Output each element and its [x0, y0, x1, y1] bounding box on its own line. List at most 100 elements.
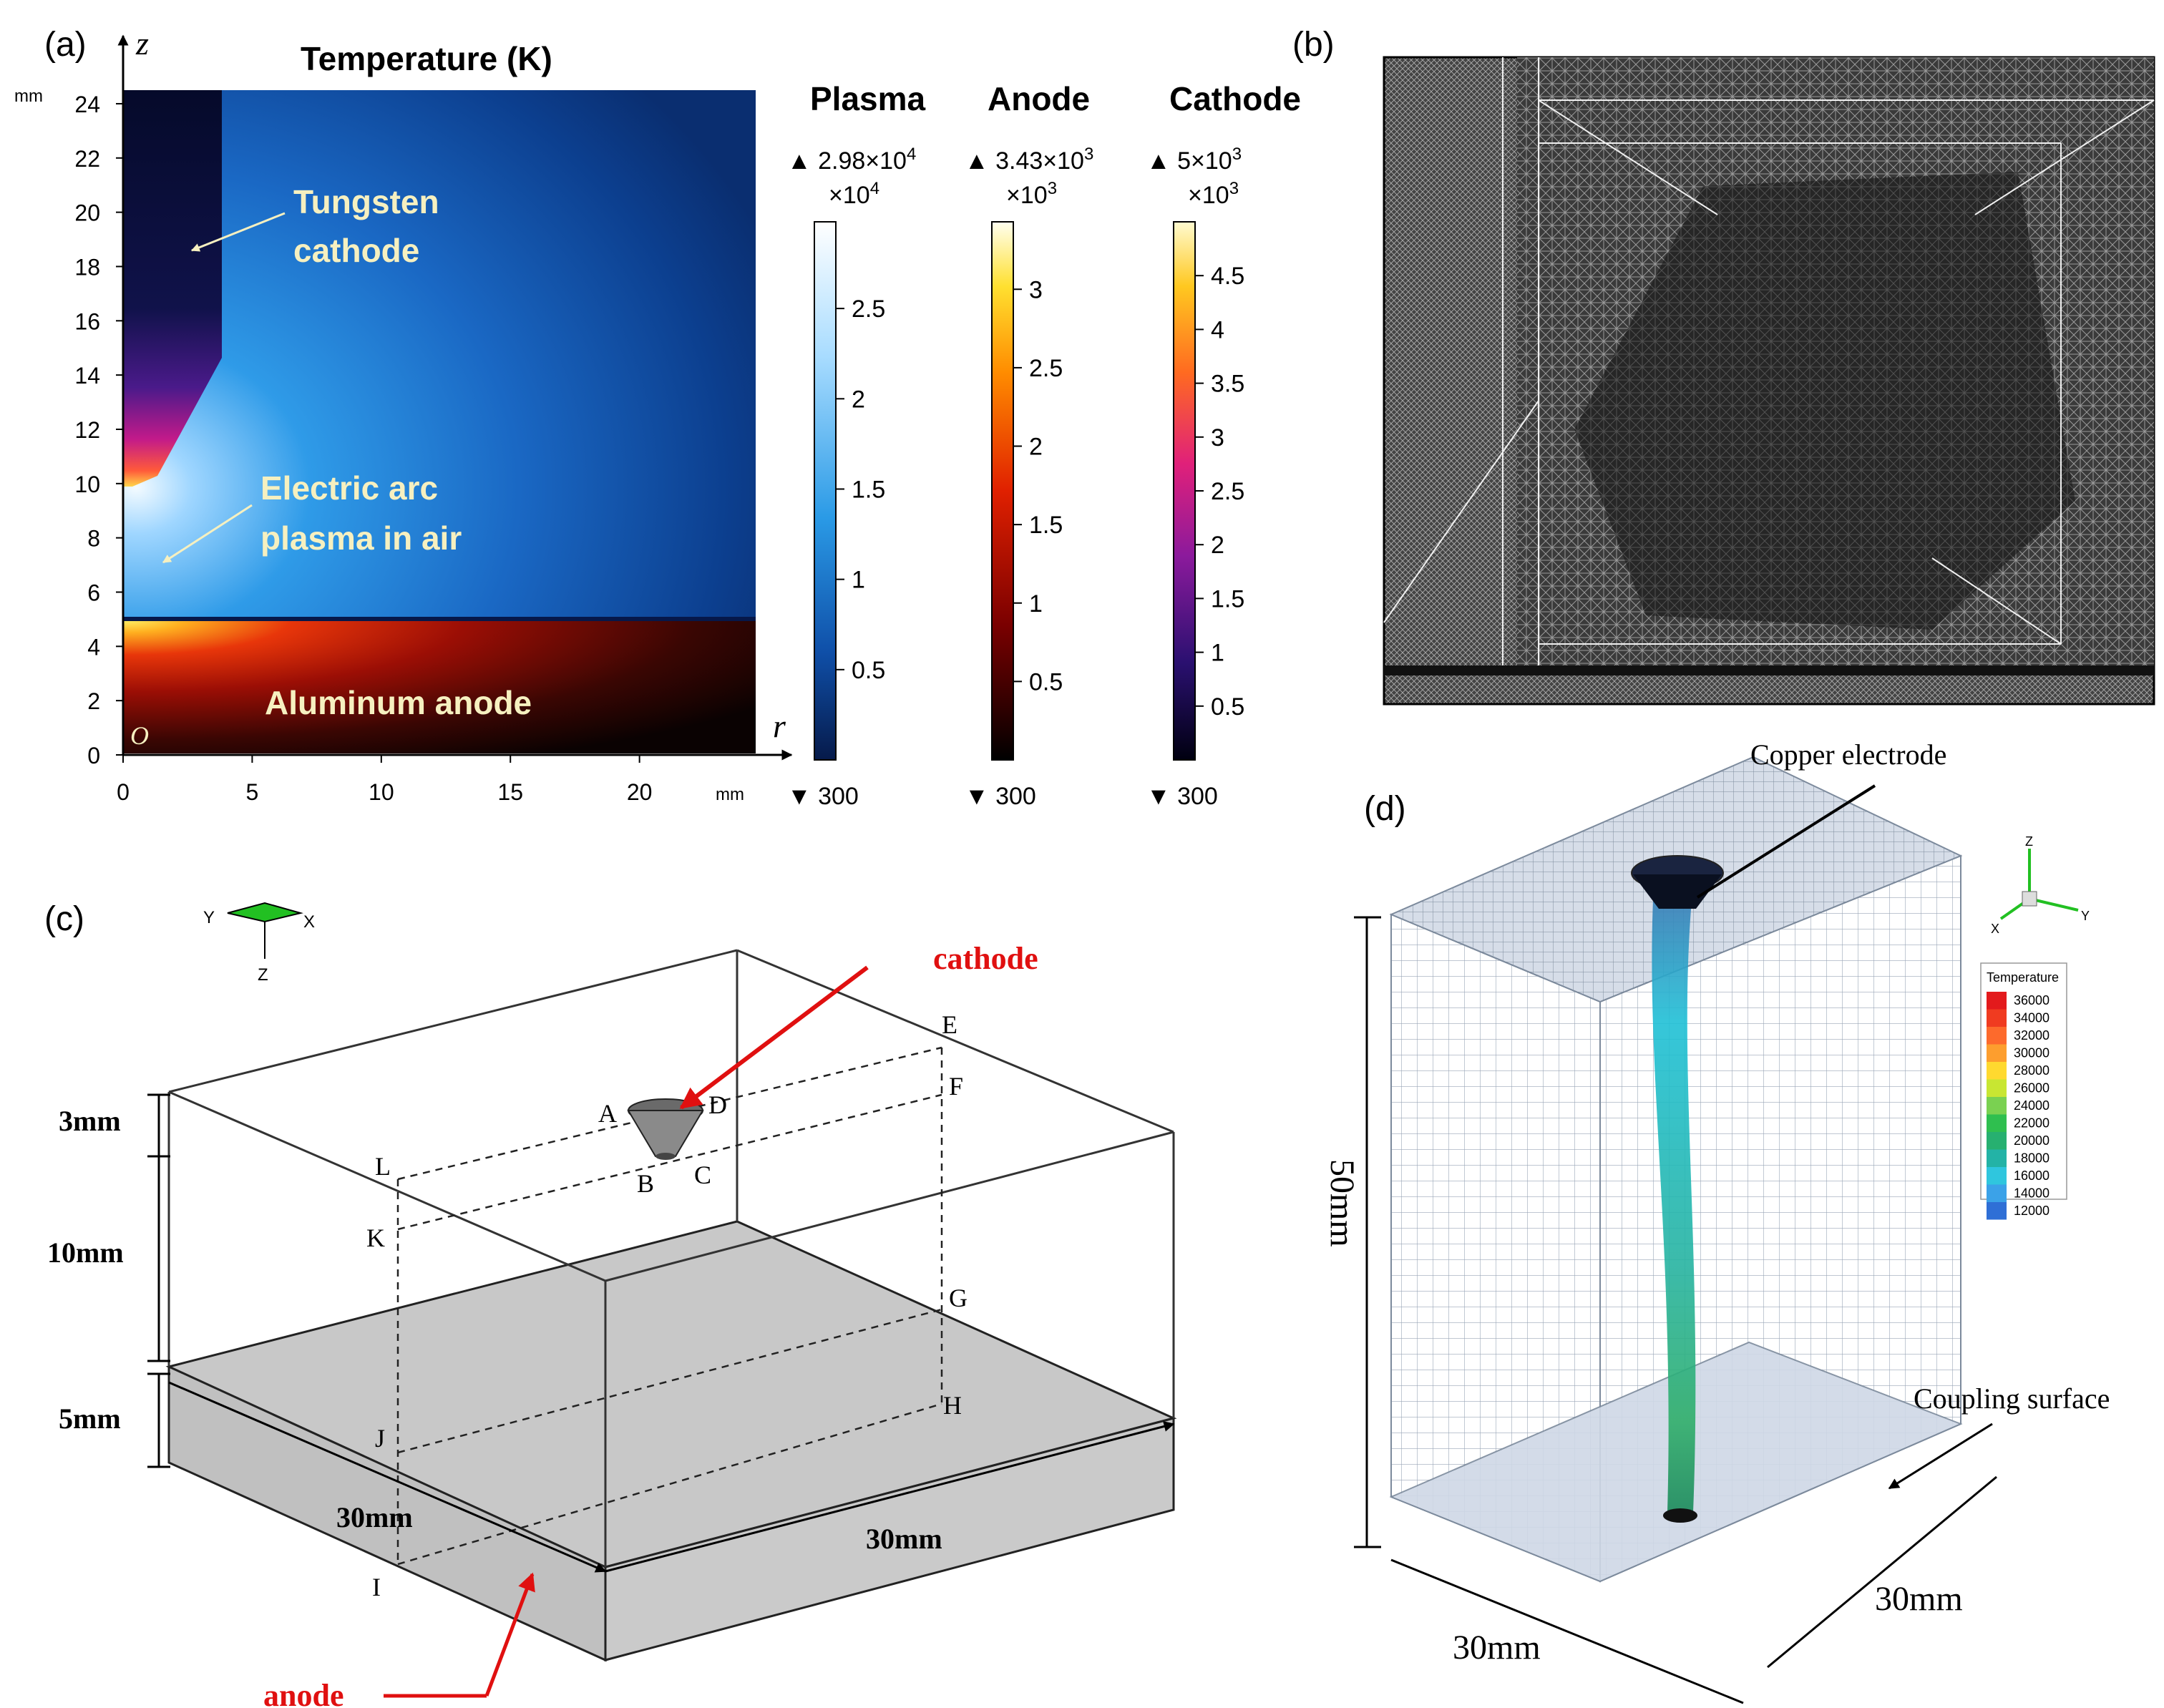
colorbar-tick-label: 0.5: [1211, 693, 1244, 721]
legend-value: 14000: [2014, 1186, 2050, 1201]
panel-c: (c) Y X Z: [44, 900, 1177, 1708]
z-axis-label: z: [135, 25, 149, 62]
r-tick-label: 20: [627, 779, 653, 805]
colorbar-tick-label: 1.5: [1211, 585, 1244, 613]
dashed-lines: [396, 1046, 943, 1566]
panel-c-label: (c): [44, 900, 84, 938]
mesh-bottom-layer: [1384, 665, 2154, 675]
point-L: L: [375, 1152, 391, 1181]
anode-surface: [123, 617, 756, 621]
dim-5mm: 5mm: [59, 1402, 121, 1435]
temperature-legend: Temperature 3600034000320003000028000260…: [1980, 962, 2067, 1220]
r-tick-label: 15: [497, 779, 523, 805]
panel-b: (b): [1292, 26, 2155, 706]
electrode-body: [1633, 874, 1722, 909]
colorbar-tick-label: 1: [852, 567, 865, 594]
dim-30mm-left: 30mm: [336, 1501, 413, 1533]
colorbar-tick-label: 4: [1211, 316, 1224, 343]
z-tick-label: 6: [87, 580, 100, 605]
axis-triad-c: Y X Z: [203, 902, 315, 985]
anode-side-face: [604, 1417, 1175, 1661]
legend-swatch: [1987, 1027, 2007, 1045]
arc-column: [1652, 900, 1696, 1513]
colorbar-tick-label: 1: [1211, 640, 1224, 667]
z-tick-label: 18: [74, 254, 100, 280]
colorbar-max: ▲ 2.98×104: [787, 145, 916, 175]
legend-value: 22000: [2014, 1116, 2050, 1131]
panel-b-label: (b): [1292, 26, 1335, 64]
colorbar-tick-label: 0.5: [1029, 668, 1063, 696]
point-E: E: [942, 1010, 957, 1039]
legend-swatch: [1987, 1062, 2007, 1080]
legend-value: 26000: [2014, 1081, 2050, 1095]
point-H: H: [943, 1391, 962, 1420]
legend-swatch: [1987, 1149, 2007, 1167]
colorbar-min: ▼ 300: [787, 783, 859, 810]
colorbar-min: ▼ 300: [965, 783, 1036, 810]
origin-label: O: [130, 721, 149, 750]
triad-x: X: [303, 912, 315, 932]
colorbar-multiplier: ×103: [1006, 179, 1057, 210]
legend-value: 24000: [2014, 1098, 2050, 1113]
point-B: B: [637, 1169, 654, 1198]
label-coupling-surface: Coupling surface: [1914, 1382, 2110, 1415]
annotation-cathode-line2: cathode: [293, 232, 419, 269]
colorbar-max: ▲ 3.43×103: [965, 145, 1093, 175]
colorbar-tick-label: 3: [1211, 424, 1224, 452]
panel-d: (d) Copper electrode Coupling surface 50…: [1323, 738, 2110, 1704]
colorbar-tick-label: 2.5: [1029, 355, 1063, 382]
triad-d-y: Y: [2081, 909, 2090, 923]
point-D: D: [708, 1090, 727, 1119]
annotation-cathode-line1: Tungsten: [293, 183, 439, 220]
z-tick-label: 12: [74, 417, 100, 443]
colorbar-tick-label: 0.5: [852, 657, 885, 684]
legend-swatch: [1987, 1202, 2007, 1220]
panel-d-label: (d): [1364, 790, 1406, 828]
label-anode-c: anode: [263, 1678, 343, 1708]
z-tick-label: 8: [87, 526, 100, 552]
mesh-dense-region: [1574, 172, 2075, 630]
z-tick-label: 2: [87, 688, 100, 714]
z-tick-label: 10: [74, 472, 100, 497]
triad-z: Z: [258, 965, 268, 985]
r-tick-label: 5: [246, 779, 259, 805]
dim-10mm: 10mm: [47, 1236, 124, 1269]
anode-field: [123, 620, 756, 753]
arrow-cathode-c: [679, 965, 869, 1110]
z-tick-label: 22: [74, 146, 100, 172]
cathode-cone: [627, 1098, 704, 1160]
coupling-arrow: [1888, 1422, 1993, 1490]
panel-a-title: Temperature (K): [301, 40, 552, 77]
z-tick-label: 4: [87, 634, 100, 660]
colorbar-tick-label: 2: [1211, 532, 1224, 559]
colorbar-multiplier: ×104: [829, 179, 879, 210]
dim-30mm-d-right: 30mm: [1875, 1580, 1963, 1618]
z-tick-label: 0: [87, 743, 100, 768]
cathode-shape: [123, 90, 222, 487]
r-tick-label: 0: [117, 779, 130, 805]
z-tick-label: 20: [74, 200, 100, 226]
arrow-arc: [162, 504, 253, 564]
legend-value: 28000: [2014, 1063, 2050, 1078]
colorbar-tick-label: 1: [1029, 590, 1043, 618]
legend-value: 12000: [2014, 1204, 2050, 1218]
z-tick-label: 24: [74, 92, 100, 117]
legend-swatch: [1987, 1079, 2007, 1097]
dim-30mm-right: 30mm: [866, 1523, 942, 1555]
annotation-arc-line2: plasma in air: [260, 519, 462, 557]
legend-value: 32000: [2014, 1028, 2050, 1043]
colorbar-title: Anode: [988, 80, 1090, 117]
legend-value: 30000: [2014, 1046, 2050, 1060]
r-unit-label: mm: [716, 785, 744, 804]
legend-swatch: [1987, 1044, 2007, 1062]
colorbar-tick-label: 4.5: [1211, 263, 1244, 290]
dimension-lines-d: [1354, 916, 1997, 1704]
legend-value: 36000: [2014, 993, 2050, 1007]
annotation-anode: Aluminum anode: [265, 684, 532, 721]
colorbar-bar: [991, 221, 1014, 761]
